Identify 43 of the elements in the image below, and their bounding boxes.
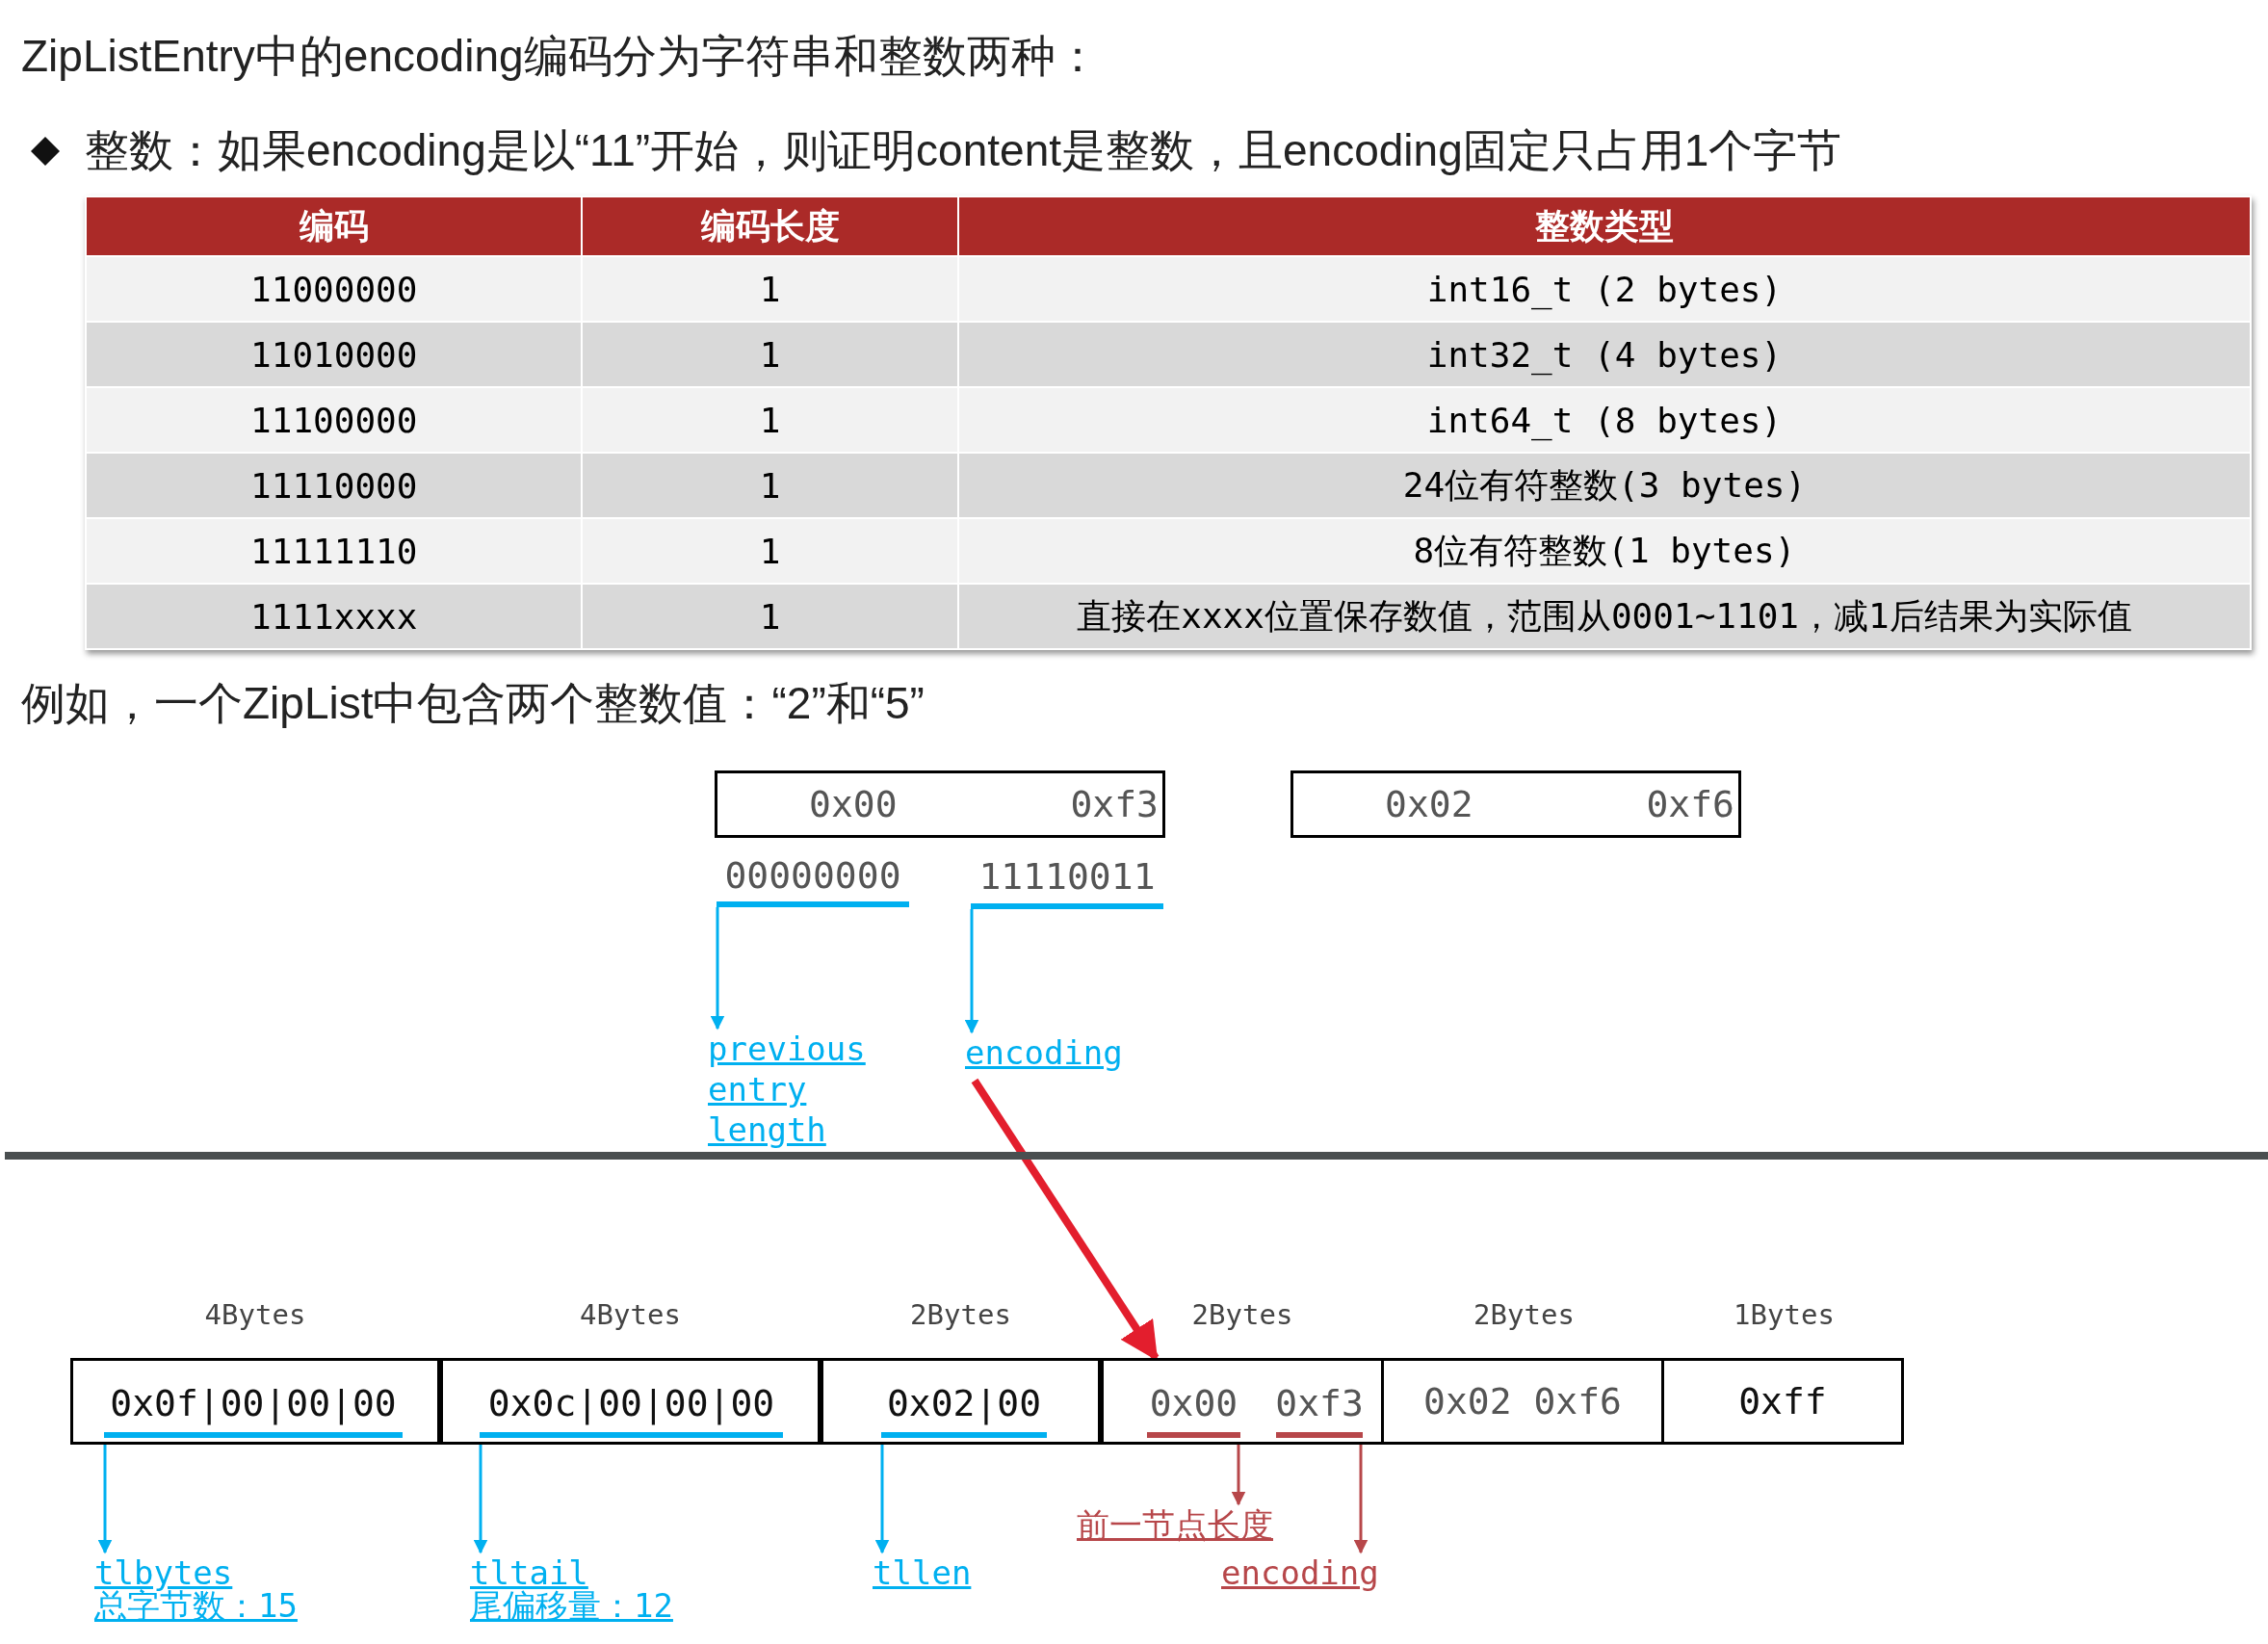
- hex-text: 00000000: [724, 854, 901, 897]
- hex-text: 11110011: [978, 855, 1156, 898]
- size-label: 4Bytes: [579, 1298, 682, 1331]
- size-label: 2Bytes: [909, 1298, 1012, 1331]
- leader-line: [964, 909, 979, 1034]
- size-label: 4Bytes: [203, 1298, 307, 1331]
- hex-text: 0x00: [1149, 1382, 1238, 1424]
- table-cell: 直接在xxxx位置保存数值，范围从0001~1101，减1后结果为实际值: [957, 584, 2251, 649]
- label-text: 尾偏移量：12: [470, 1585, 674, 1626]
- hex-text: 0x0f|00|00|00: [110, 1382, 397, 1424]
- heading: ZipListEntry中的encoding编码分为字符串和整数两种：: [21, 30, 1100, 83]
- hex-text: 0xf3: [1070, 783, 1159, 825]
- hex-text: 0x00: [809, 783, 898, 825]
- size-label: 2Bytes: [1473, 1298, 1576, 1331]
- table-cell: 1: [582, 584, 958, 649]
- label-text: encoding: [1221, 1553, 1375, 1593]
- column-header: 编码长度: [582, 196, 958, 256]
- byte-cell: [821, 1358, 1101, 1445]
- table-cell: 1111xxxx: [86, 584, 583, 649]
- byte-cell: [1384, 1358, 1664, 1445]
- size-label: 2Bytes: [1190, 1298, 1294, 1331]
- bullet-text: 整数：如果encoding是以“11”开始，则证明content是整数，且encoding固定只占用1个字节: [85, 124, 1842, 177]
- label-text: encoding: [965, 1032, 1124, 1073]
- hex-text: 0x02 0xf6: [1423, 1380, 1622, 1422]
- hex-text: 0xf6: [1646, 783, 1734, 825]
- label-text: tllen: [873, 1553, 973, 1593]
- example-text: 例如，一个ZipList中包含两个整数值：“2”和“5”: [21, 677, 925, 730]
- byte-cell: [440, 1358, 821, 1445]
- byte-cell: [1664, 1358, 1904, 1445]
- byte-cell: [70, 1358, 440, 1445]
- hex-text: 0x0c|00|00|00: [487, 1382, 775, 1424]
- entry-box: [1290, 770, 1741, 838]
- column-header: 编码: [86, 196, 583, 256]
- hex-text: 0x02: [1385, 783, 1473, 825]
- hex-text: 0x02|00: [886, 1382, 1042, 1424]
- entry-box: [715, 770, 1165, 838]
- size-label: 1Bytes: [1733, 1298, 1836, 1331]
- hex-text: 0xf3: [1275, 1382, 1364, 1424]
- byte-cell: [1101, 1358, 1384, 1445]
- label-text: previous entry length: [708, 1029, 867, 1150]
- leader-line: [710, 907, 725, 1031]
- column-header: 整数类型: [957, 196, 2251, 256]
- hex-text: 0xff: [1738, 1380, 1827, 1422]
